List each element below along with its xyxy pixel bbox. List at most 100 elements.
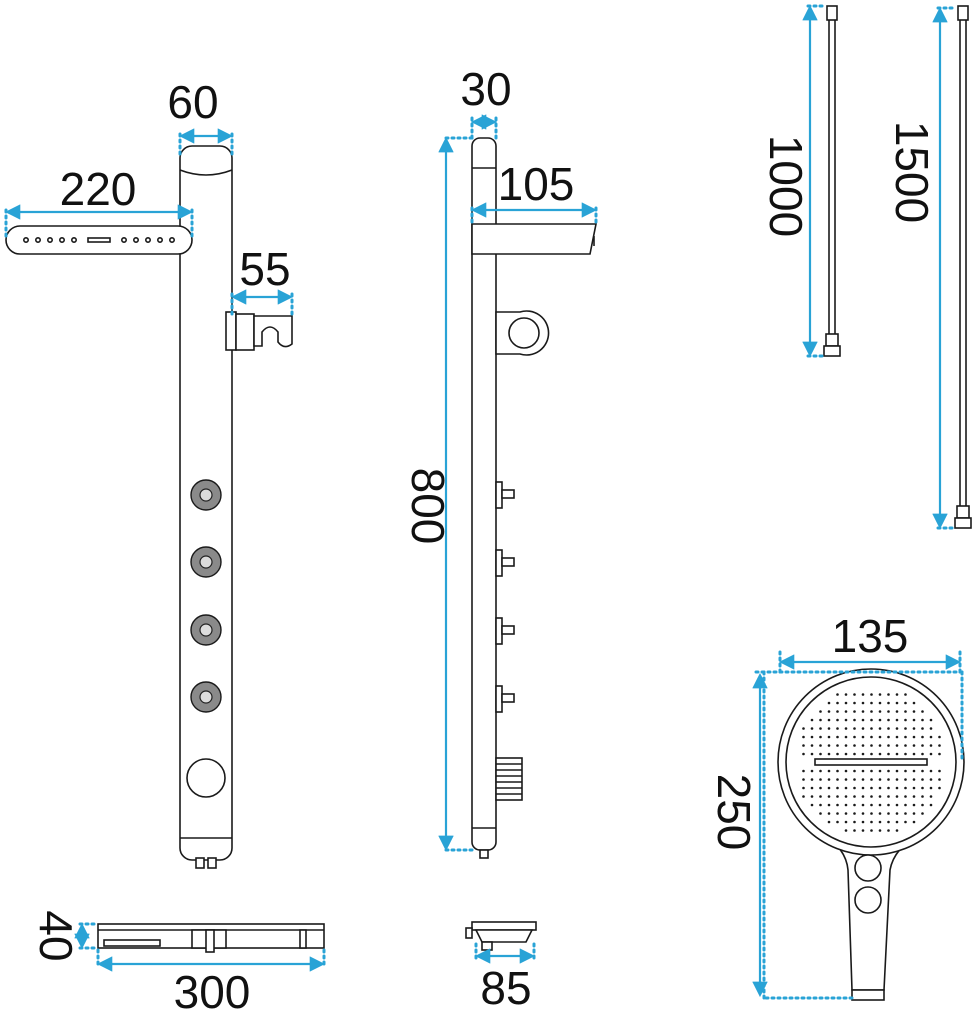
nozzle-dot	[887, 701, 890, 705]
nozzle-dot	[878, 701, 882, 705]
nozzle-dot	[827, 820, 831, 824]
nozzle-dot	[912, 778, 916, 781]
nozzle-dot	[861, 735, 865, 739]
nozzle-dot	[904, 786, 907, 790]
nozzle-dot	[929, 795, 933, 798]
nozzle-dot	[878, 718, 882, 722]
nozzle-dot	[844, 820, 848, 824]
nozzle-dot	[921, 786, 924, 790]
nozzle-dot	[836, 701, 839, 705]
nozzle-dot	[836, 812, 839, 815]
nozzle-dot	[802, 778, 805, 781]
dim-front-width: 60	[167, 76, 218, 128]
nozzle-dot	[836, 744, 839, 747]
nozzle-dot	[861, 718, 865, 722]
nozzle-dot	[895, 829, 899, 832]
nozzle-dot	[861, 786, 865, 790]
nozzle-dot	[819, 803, 822, 807]
nozzle-dot	[912, 744, 916, 747]
nozzle-dot	[887, 829, 890, 832]
nozzle-dot	[929, 786, 933, 790]
nozzle-dot	[827, 744, 831, 747]
dim-holder-width: 55	[239, 243, 290, 295]
nozzle-dot	[921, 744, 924, 747]
nozzle-dot	[887, 693, 890, 696]
nozzle-dot	[802, 727, 805, 730]
dim-side-depth: 30	[460, 63, 511, 115]
dim-bottom-height: 40	[30, 910, 82, 961]
nozzle-dot	[895, 752, 899, 756]
side-jet-4	[495, 685, 515, 713]
nozzle-dot	[887, 786, 890, 790]
nozzle-dot	[853, 820, 856, 824]
nozzle-dot	[904, 812, 907, 815]
front-view: 60 220 55	[4, 76, 294, 869]
nozzle-dot	[912, 820, 916, 824]
nozzle-dot	[827, 769, 831, 773]
nozzle-dot	[912, 735, 916, 739]
nozzle-dot	[861, 744, 865, 747]
nozzle-dot	[844, 710, 848, 713]
nozzle-dot	[861, 710, 865, 713]
nozzle-dot	[904, 778, 907, 781]
nozzle-dot	[853, 710, 856, 713]
nozzle-dot	[810, 744, 814, 747]
nozzle-dot	[870, 710, 873, 713]
nozzle-dot	[819, 778, 822, 781]
nozzle-dot	[810, 718, 814, 722]
nozzle-dot	[878, 752, 882, 756]
nozzle-dot	[827, 752, 831, 756]
nozzle-dot	[819, 744, 822, 747]
nozzle-dot	[895, 786, 899, 790]
nozzle-dot	[912, 786, 916, 790]
nozzle-dot	[912, 812, 916, 815]
nozzle-dot	[819, 795, 822, 798]
nozzle-dot	[827, 786, 831, 790]
nozzle-dot	[836, 710, 839, 713]
nozzle-dot	[904, 769, 907, 773]
nozzle-dot	[929, 769, 933, 773]
nozzle-dot	[853, 718, 856, 722]
nozzle-dot	[929, 803, 933, 807]
nozzle-dot	[912, 803, 916, 807]
nozzle-dot	[810, 795, 814, 798]
nozzle-dot	[870, 778, 873, 781]
nozzle-dot	[878, 693, 882, 696]
nozzle-dot	[836, 693, 839, 696]
nozzle-dot	[861, 829, 865, 832]
nozzle-dot	[878, 778, 882, 781]
nozzle-dot	[938, 735, 941, 739]
nozzle-dot	[802, 752, 805, 756]
nozzle-dot	[904, 803, 907, 807]
nozzle-dot	[870, 795, 873, 798]
nozzle-dot	[895, 769, 899, 773]
nozzle-dot	[819, 718, 822, 722]
nozzle-dot	[827, 727, 831, 730]
nozzle-dot	[878, 735, 882, 739]
mode-button-lower[interactable]	[854, 886, 882, 914]
nozzle-dot	[895, 803, 899, 807]
nozzle-dot	[844, 693, 848, 696]
nozzle-dot	[819, 786, 822, 790]
nozzle-dot	[921, 710, 924, 713]
nozzle-dot	[895, 727, 899, 730]
side-view: 30 105 800	[402, 63, 598, 859]
nozzle-dot	[904, 795, 907, 798]
body-jet-4	[190, 681, 222, 713]
nozzle-dot	[895, 710, 899, 713]
nozzle-dot	[861, 769, 865, 773]
side-bottom-view: 85	[465, 921, 537, 1014]
nozzle-dot	[853, 744, 856, 747]
nozzle-dot	[921, 795, 924, 798]
nozzle-dot	[887, 778, 890, 781]
nozzle-dot	[810, 786, 814, 790]
nozzle-dot	[912, 718, 916, 722]
nozzle-dot	[844, 829, 848, 832]
nozzle-dot	[870, 786, 873, 790]
mode-button-upper[interactable]	[854, 854, 882, 882]
nozzle-dot	[836, 803, 839, 807]
nozzle-dot	[921, 812, 924, 815]
bottom-view: 40 300	[30, 910, 326, 1018]
nozzle-dot	[921, 752, 924, 756]
nozzle-dot	[819, 752, 822, 756]
